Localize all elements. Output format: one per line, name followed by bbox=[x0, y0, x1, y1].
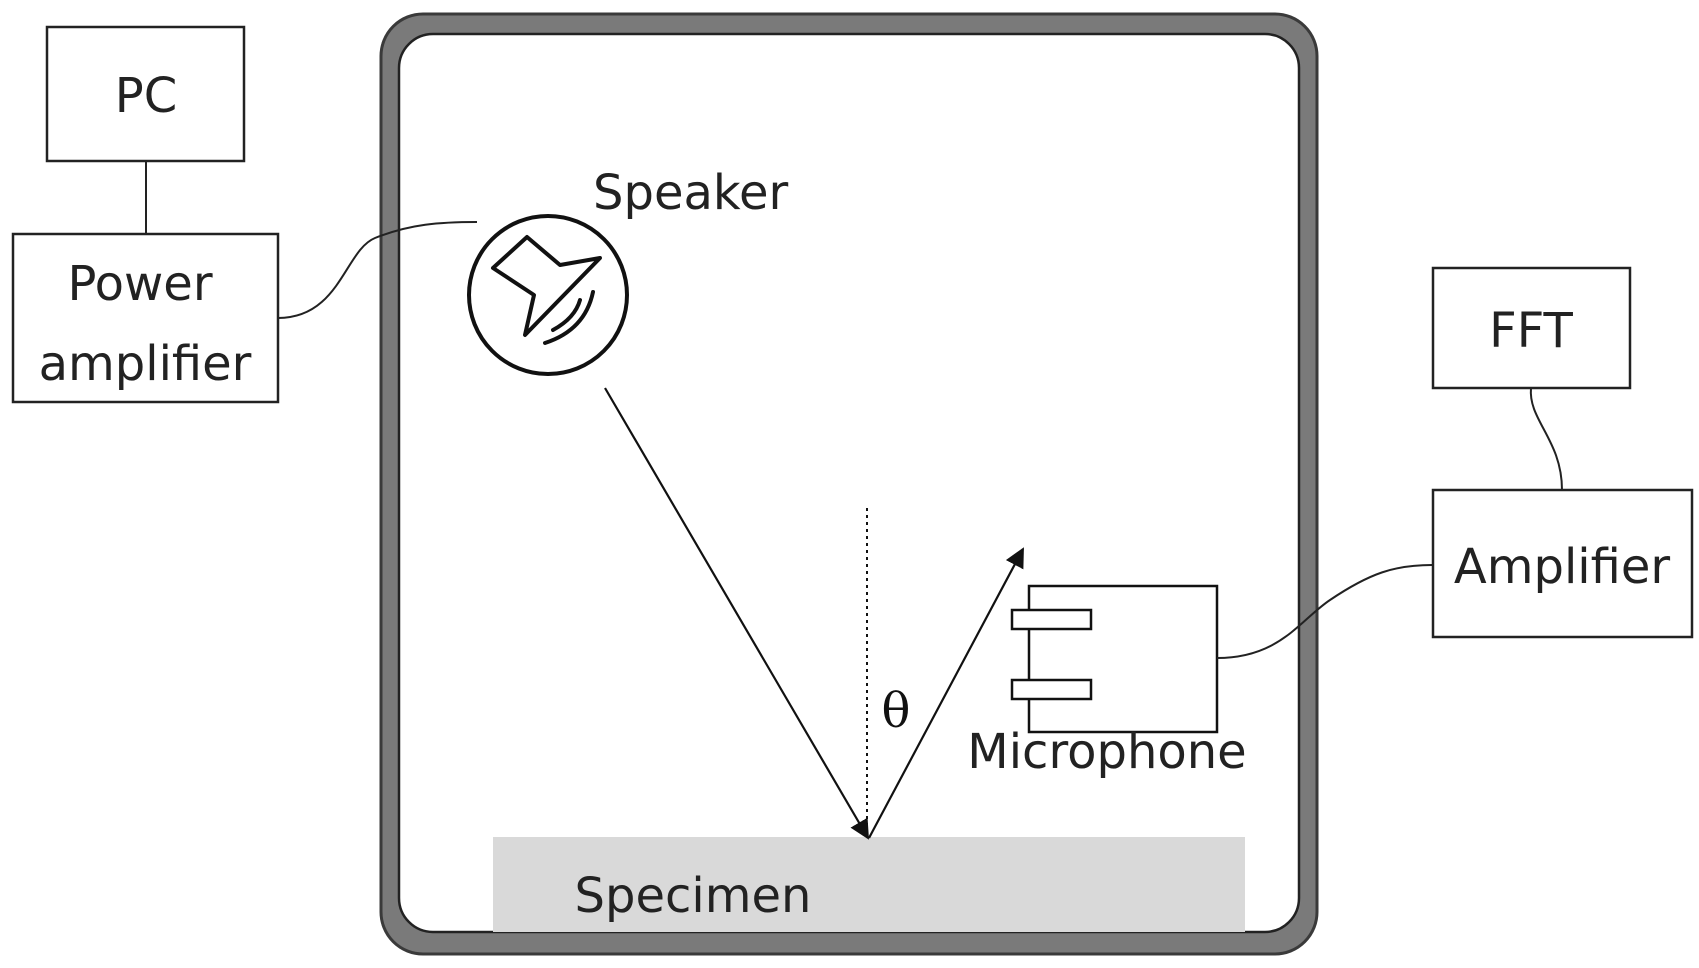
pc-box: PC bbox=[45, 25, 246, 163]
power-amplifier-label-line1: Power bbox=[67, 256, 212, 312]
chamber-inner bbox=[397, 32, 1301, 934]
power-amplifier-to-speaker-cable bbox=[277, 221, 478, 319]
power-amplifier-box: Power amplifier bbox=[11, 232, 280, 404]
specimen: Specimen bbox=[493, 837, 1245, 932]
speaker-label: Speaker bbox=[593, 165, 789, 221]
incidence-angle-label: θ bbox=[882, 683, 911, 739]
specimen-block bbox=[493, 837, 1245, 932]
microphone-label: Microphone bbox=[967, 724, 1246, 780]
incident-ray-arrow bbox=[604, 387, 869, 840]
reflected-ray-arrow bbox=[868, 547, 1024, 839]
microphone-to-amplifier-cable bbox=[1216, 564, 1433, 659]
fft-to-amplifier-cable bbox=[1529, 387, 1563, 491]
pc-label: PC bbox=[115, 68, 177, 124]
amplifier-label: Amplifier bbox=[1454, 539, 1671, 595]
microphone-icon bbox=[1010, 584, 1219, 734]
speaker-icon bbox=[467, 214, 629, 376]
fft-label: FFT bbox=[1489, 303, 1573, 359]
fft-box: FFT bbox=[1431, 266, 1632, 390]
specimen-label: Specimen bbox=[575, 868, 812, 924]
chamber bbox=[379, 12, 1319, 956]
power-amplifier-label-line2: amplifier bbox=[39, 336, 252, 392]
amplifier-box: Amplifier bbox=[1431, 488, 1694, 639]
